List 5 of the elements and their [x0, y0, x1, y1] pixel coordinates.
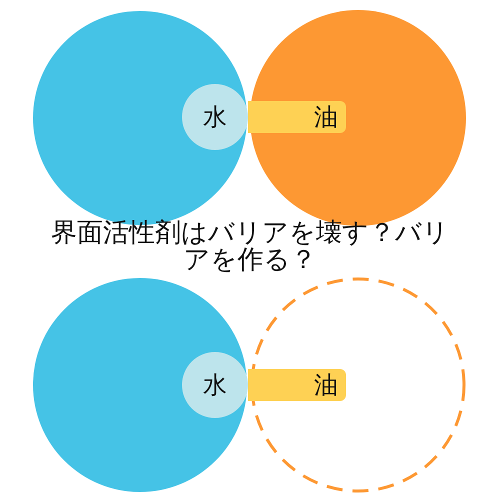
tail-label: 油 [314, 105, 338, 129]
tail-label: 油 [314, 373, 338, 397]
head-label: 水 [203, 373, 227, 397]
title: 界面活性剤はバリアを壊す？バリアを作る？ [50, 220, 450, 274]
head-label: 水 [203, 105, 227, 129]
